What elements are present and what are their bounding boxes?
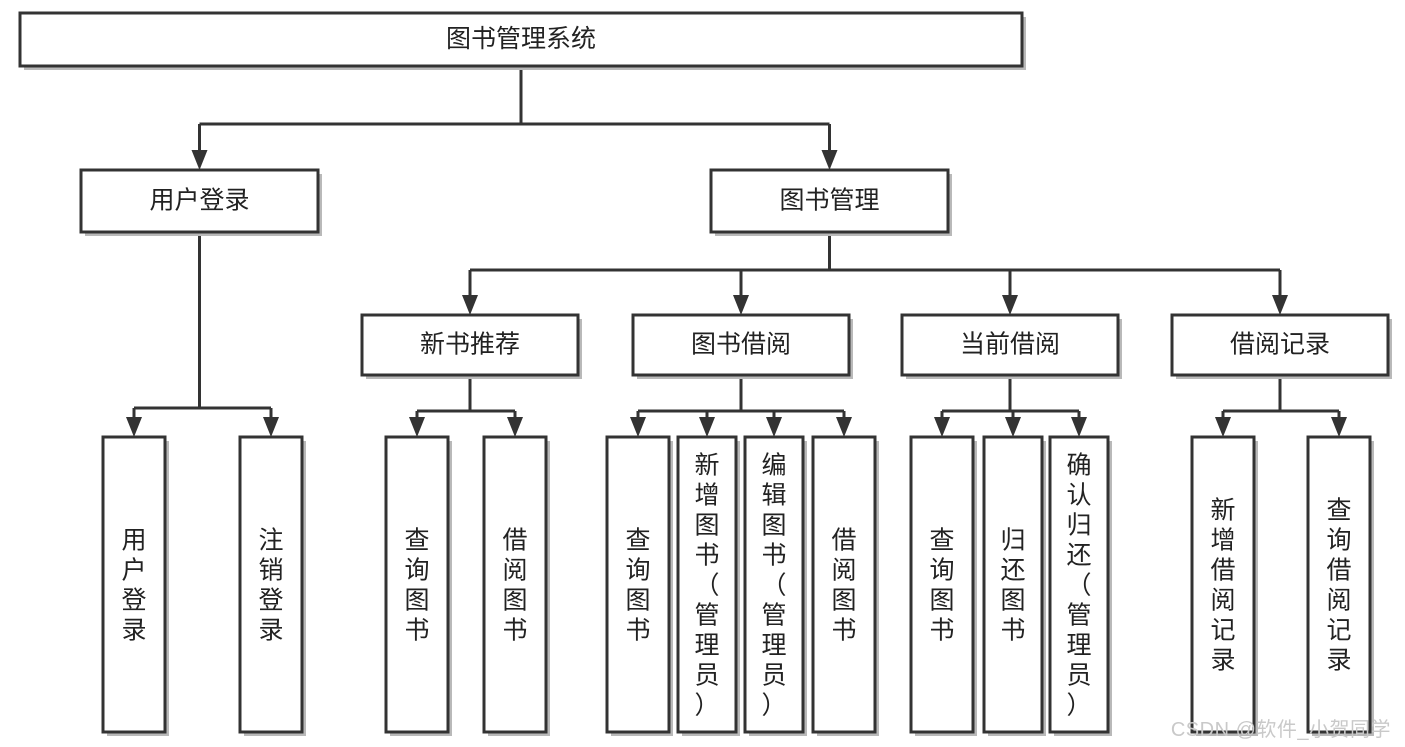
edge-arrowhead <box>699 417 715 437</box>
node-label: 新书推荐 <box>420 331 520 359</box>
node-box[interactable] <box>1048 435 1110 734</box>
node-label: 借阅记录 <box>1230 331 1330 359</box>
node-box[interactable] <box>1306 435 1372 734</box>
node-leaf-add-book-admin[interactable]: 新增图书（管理员） <box>676 435 740 736</box>
node-user-login[interactable]: 用户登录 <box>79 168 322 236</box>
node-current-borrow[interactable]: 当前借阅 <box>900 313 1122 379</box>
edge-arrowhead <box>1071 417 1087 437</box>
edge-arrowhead <box>1331 417 1347 437</box>
node-leaf-add-borrow-record[interactable]: 新增借阅记录 <box>1190 435 1258 736</box>
csdn-watermark: CSDN @软件_小贺同学 <box>1170 719 1391 741</box>
node-leaf-query-borrow-record[interactable]: 查询借阅记录 <box>1306 435 1374 736</box>
node-leaf-borrow-book-recommend[interactable]: 借阅图书 <box>482 435 550 736</box>
node-label: 新增图书（管理员） <box>694 452 719 720</box>
node-label: 用户登录 <box>121 527 146 645</box>
nodes-layer: 图书管理系统用户登录图书管理新书推荐图书借阅当前借阅借阅记录用户登录注销登录查询… <box>18 11 1392 736</box>
node-label: 当前借阅 <box>960 331 1060 359</box>
edge-arrowhead <box>409 417 425 437</box>
node-borrow-record[interactable]: 借阅记录 <box>1170 313 1392 379</box>
node-leaf-query-book-current[interactable]: 查询图书 <box>909 435 977 736</box>
node-box[interactable] <box>631 313 851 377</box>
node-box[interactable] <box>79 168 320 234</box>
node-label: 查询图书 <box>404 527 429 645</box>
node-box[interactable] <box>709 168 950 234</box>
edge-arrowhead <box>1002 295 1018 315</box>
edge-arrowhead <box>821 150 838 170</box>
node-leaf-borrow-book[interactable]: 借阅图书 <box>811 435 879 736</box>
node-box[interactable] <box>482 435 548 734</box>
node-box[interactable] <box>982 435 1044 734</box>
node-box[interactable] <box>384 435 450 734</box>
node-label: 注销登录 <box>258 527 283 645</box>
node-box[interactable] <box>811 435 877 734</box>
node-label: 查询图书 <box>625 527 650 645</box>
node-leaf-query-book-recommend[interactable]: 查询图书 <box>384 435 452 736</box>
node-label: 查询图书 <box>929 527 954 645</box>
node-label: 借阅图书 <box>502 527 527 645</box>
node-box[interactable] <box>676 435 738 734</box>
node-leaf-confirm-return-admin[interactable]: 确认归还（管理员） <box>1048 435 1112 736</box>
node-box[interactable] <box>900 313 1120 377</box>
edge-arrowhead <box>263 417 279 437</box>
node-book-borrow[interactable]: 图书借阅 <box>631 313 853 379</box>
node-label: 图书管理 <box>779 187 879 215</box>
edge-arrowhead <box>462 295 478 315</box>
edge-arrowhead <box>1005 417 1021 437</box>
edge-arrowhead <box>507 417 523 437</box>
node-box[interactable] <box>18 11 1024 68</box>
node-root-book-management-system[interactable]: 图书管理系统 <box>18 11 1026 70</box>
node-label: 新增借阅记录 <box>1210 497 1235 675</box>
node-box[interactable] <box>605 435 671 734</box>
edge-arrowhead <box>126 417 142 437</box>
node-box[interactable] <box>1190 435 1256 734</box>
node-label: 用户登录 <box>149 187 249 215</box>
node-book-management[interactable]: 图书管理 <box>709 168 952 236</box>
node-box[interactable] <box>101 435 167 734</box>
node-label: 查询借阅记录 <box>1326 497 1351 675</box>
node-leaf-return-book[interactable]: 归还图书 <box>982 435 1046 736</box>
edge-arrowhead <box>1272 295 1288 315</box>
node-label: 确认归还（管理员） <box>1066 452 1091 720</box>
node-label: 图书借阅 <box>691 331 791 359</box>
node-label: 图书管理系统 <box>446 25 596 53</box>
edge-arrowhead <box>1215 417 1231 437</box>
edge-arrowhead <box>836 417 852 437</box>
node-box[interactable] <box>743 435 805 734</box>
edges-layer <box>126 66 1347 437</box>
node-box[interactable] <box>909 435 975 734</box>
node-leaf-logout-login[interactable]: 注销登录 <box>238 435 306 736</box>
node-leaf-user-login[interactable]: 用户登录 <box>101 435 169 736</box>
node-label: 归还图书 <box>1000 527 1025 645</box>
node-label: 编辑图书（管理员） <box>761 452 786 720</box>
edge-arrowhead <box>191 150 208 170</box>
node-leaf-edit-book-admin[interactable]: 编辑图书（管理员） <box>743 435 807 736</box>
node-new-book-recommend[interactable]: 新书推荐 <box>360 313 582 379</box>
node-box[interactable] <box>238 435 304 734</box>
node-box[interactable] <box>1170 313 1390 377</box>
edge-arrowhead <box>630 417 646 437</box>
edge-arrowhead <box>766 417 782 437</box>
edge-arrowhead <box>934 417 950 437</box>
node-label: 借阅图书 <box>831 527 856 645</box>
node-box[interactable] <box>360 313 580 377</box>
node-leaf-query-book-borrow[interactable]: 查询图书 <box>605 435 673 736</box>
edge-arrowhead <box>733 295 749 315</box>
